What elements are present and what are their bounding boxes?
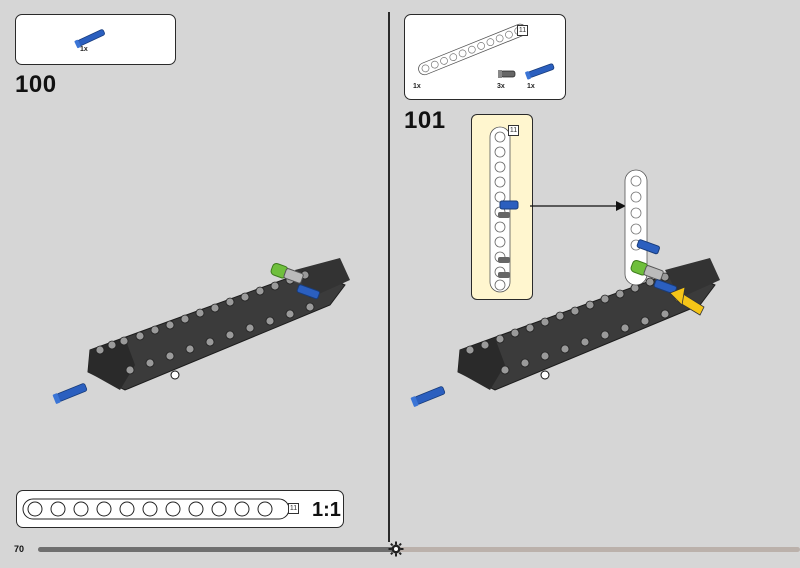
part-qty: 3x [497, 83, 505, 90]
assembly-illustration-101 [410, 169, 720, 407]
part-qty: 1x [80, 46, 88, 53]
part-qty: 1x [527, 83, 535, 90]
part-length-badge: 11 [517, 25, 528, 36]
gear-icon [388, 541, 404, 557]
progress-bar-fill [38, 547, 397, 552]
parts-list-box-100: 1x [15, 14, 176, 65]
callout-length-badge: 11 [508, 125, 519, 136]
ruler-length-badge: 11 [288, 503, 299, 514]
blue-pin-part-icon [74, 29, 105, 49]
parts-list-box-101: 11 1x 3x 1x [404, 14, 566, 100]
ruler-scale-label: 1:1 [312, 499, 341, 521]
page-divider [388, 12, 390, 542]
progress-bar [38, 547, 800, 552]
step-number-101: 101 [404, 107, 446, 134]
page-number: 70 [14, 544, 25, 554]
parts-101-icons [418, 23, 555, 80]
part-qty: 1x [413, 83, 421, 90]
assembly-illustration-100 [52, 258, 350, 404]
step-number-100: 100 [15, 71, 57, 98]
callout-arrow [530, 201, 626, 211]
sub-assembly-callout: 11 [471, 114, 533, 300]
